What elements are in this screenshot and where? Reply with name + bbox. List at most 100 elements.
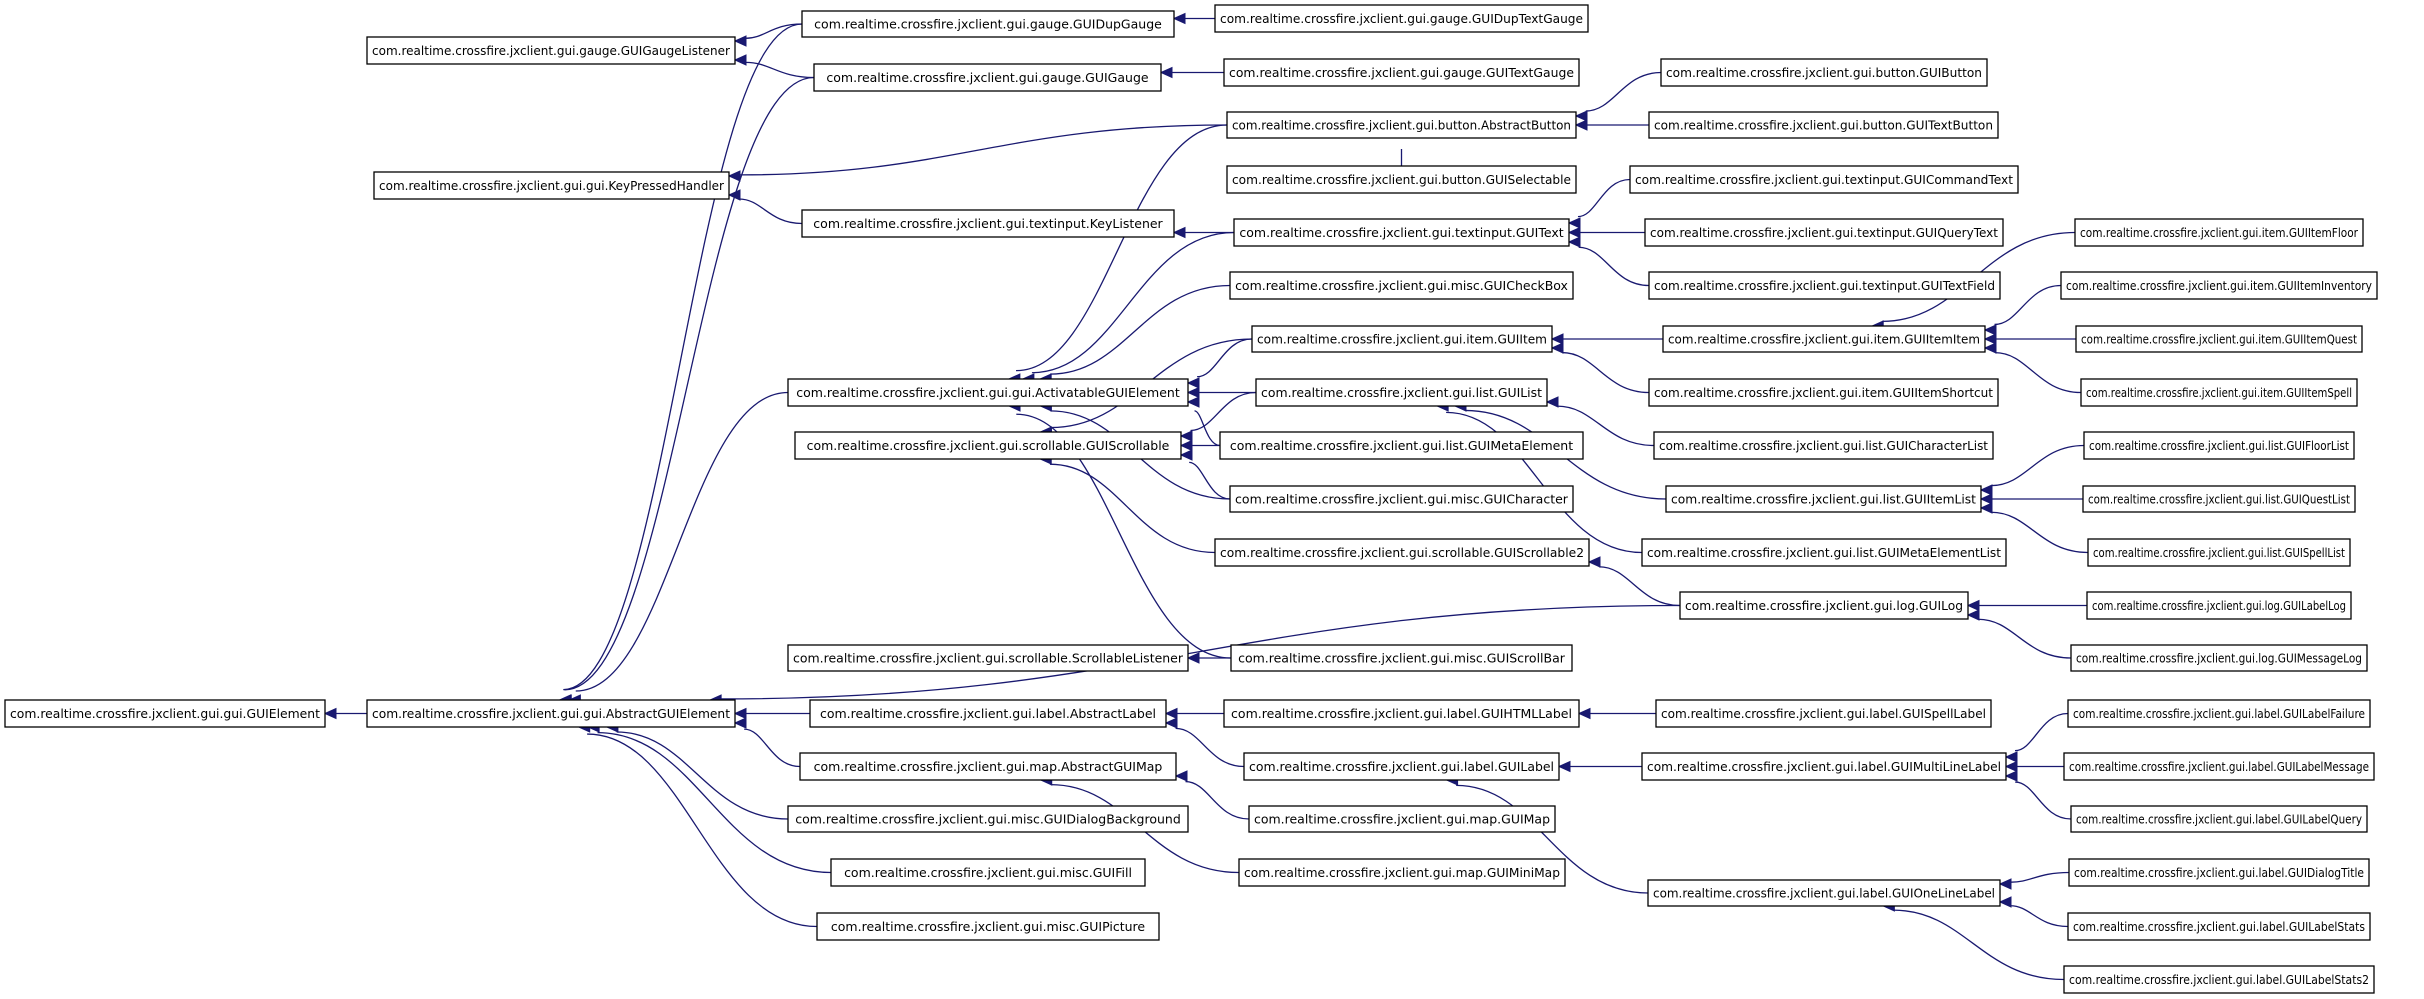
class-node[interactable]: com.realtime.crossfire.jxclient.gui.gui.… [366, 699, 736, 728]
class-node[interactable]: com.realtime.crossfire.jxclient.gui.labe… [2068, 858, 2370, 887]
class-node[interactable]: com.realtime.crossfire.jxclient.gui.log.… [1679, 591, 1969, 620]
class-node-label: com.realtime.crossfire.jxclient.gui.gaug… [372, 43, 731, 58]
class-node[interactable]: com.realtime.crossfire.jxclient.gui.scro… [794, 431, 1182, 460]
class-node[interactable]: com.realtime.crossfire.jxclient.gui.text… [1644, 218, 2004, 247]
edge-arrowhead [1979, 493, 1993, 505]
class-node[interactable]: com.realtime.crossfire.jxclient.gui.butt… [1648, 111, 1999, 139]
class-node[interactable]: com.realtime.crossfire.jxclient.gui.text… [1648, 271, 2001, 300]
class-node[interactable]: com.realtime.crossfire.jxclient.gui.labe… [1223, 699, 1580, 728]
edge-line [1585, 71, 1662, 112]
inheritance-edge [1179, 449, 1231, 500]
edge-line [1577, 178, 1631, 218]
class-node[interactable]: com.realtime.crossfire.jxclient.gui.labe… [2067, 912, 2371, 941]
class-node[interactable]: com.realtime.crossfire.jxclient.gui.item… [2060, 271, 2378, 300]
class-node[interactable]: com.realtime.crossfire.jxclient.gui.misc… [816, 912, 1160, 941]
class-node[interactable]: com.realtime.crossfire.jxclient.gui.gaug… [801, 10, 1175, 38]
inheritance-edge [733, 54, 815, 79]
class-node[interactable]: com.realtime.crossfire.jxclient.gui.labe… [1655, 699, 1992, 728]
class-node[interactable]: com.realtime.crossfire.jxclient.gui.list… [1255, 378, 1548, 407]
class-node[interactable]: com.realtime.crossfire.jxclient.gui.item… [2074, 218, 2364, 247]
class-node[interactable]: com.realtime.crossfire.jxclient.gui.butt… [1660, 58, 1988, 87]
edge-line [597, 732, 832, 874]
class-node[interactable]: com.realtime.crossfire.jxclient.gui.text… [1233, 218, 1570, 247]
class-node[interactable]: com.realtime.crossfire.jxclient.gui.log.… [2086, 591, 2352, 620]
class-node-box [1214, 538, 1590, 567]
class-node[interactable]: com.realtime.crossfire.jxclient.gui.item… [2075, 325, 2363, 353]
class-node[interactable]: com.realtime.crossfire.jxclient.gui.list… [1219, 431, 1584, 460]
class-node[interactable]: com.realtime.crossfire.jxclient.gui.butt… [1226, 165, 1577, 194]
class-node[interactable]: com.realtime.crossfire.jxclient.gui.list… [2087, 538, 2351, 567]
inheritance-edge [1979, 502, 2089, 554]
class-node[interactable]: com.realtime.crossfire.jxclient.gui.list… [1665, 485, 1982, 513]
class-node[interactable]: com.realtime.crossfire.jxclient.gui.labe… [2063, 965, 2375, 994]
edge-arrowhead [1179, 449, 1193, 461]
class-node[interactable]: com.realtime.crossfire.jxclient.gui.item… [1648, 378, 1999, 407]
class-node-label: com.realtime.crossfire.jxclient.gui.butt… [1232, 172, 1571, 187]
class-node[interactable]: com.realtime.crossfire.jxclient.gui.gaug… [1223, 58, 1580, 87]
class-node-box [1214, 4, 1589, 33]
class-node[interactable]: com.realtime.crossfire.jxclient.gui.labe… [2063, 752, 2375, 781]
class-node[interactable]: com.realtime.crossfire.jxclient.gui.scro… [1214, 538, 1590, 567]
class-node[interactable]: com.realtime.crossfire.jxclient.gui.scro… [787, 644, 1189, 672]
class-node[interactable]: com.realtime.crossfire.jxclient.gui.labe… [809, 699, 1167, 728]
class-node[interactable]: com.realtime.crossfire.jxclient.gui.butt… [1226, 111, 1577, 139]
edge-line [575, 391, 789, 692]
edge-arrowhead [1179, 430, 1193, 442]
class-node[interactable]: com.realtime.crossfire.jxclient.gui.list… [2082, 485, 2356, 513]
class-node[interactable]: com.realtime.crossfire.jxclient.gui.item… [1251, 325, 1553, 353]
class-node[interactable]: com.realtime.crossfire.jxclient.gui.misc… [787, 805, 1189, 833]
class-node[interactable]: com.realtime.crossfire.jxclient.gui.text… [801, 209, 1175, 238]
class-node[interactable]: com.realtime.crossfire.jxclient.gui.gaug… [366, 36, 736, 65]
class-node[interactable]: com.realtime.crossfire.jxclient.gui.misc… [830, 858, 1146, 887]
class-node[interactable]: com.realtime.crossfire.jxclient.gui.labe… [1647, 879, 2001, 907]
edge-line [2010, 905, 2069, 928]
class-node-box [1243, 752, 1560, 781]
class-node[interactable]: com.realtime.crossfire.jxclient.gui.misc… [1229, 485, 1574, 513]
class-node[interactable]: com.realtime.crossfire.jxclient.gui.labe… [2067, 699, 2371, 728]
class-node[interactable]: com.realtime.crossfire.jxclient.gui.gui.… [787, 378, 1189, 407]
edge-arrowhead [1172, 12, 1186, 25]
edge-arrowhead [1966, 599, 1980, 612]
class-node[interactable]: com.realtime.crossfire.jxclient.gui.item… [1662, 325, 1986, 353]
class-node[interactable]: com.realtime.crossfire.jxclient.gui.list… [1653, 431, 1994, 460]
class-node[interactable]: com.realtime.crossfire.jxclient.gui.gaug… [813, 63, 1162, 92]
class-node[interactable]: com.realtime.crossfire.jxclient.gui.gui.… [4, 699, 326, 728]
edge-arrowhead [2004, 760, 2018, 773]
class-node[interactable]: com.realtime.crossfire.jxclient.gui.misc… [1229, 271, 1574, 300]
class-node-label: com.realtime.crossfire.jxclient.gui.text… [1654, 278, 1995, 293]
class-node[interactable]: com.realtime.crossfire.jxclient.gui.log.… [2070, 644, 2368, 672]
edge-arrowhead [1567, 217, 1581, 229]
class-node-box [1223, 58, 1580, 87]
class-node-label: com.realtime.crossfire.jxclient.gui.list… [1230, 438, 1573, 453]
inheritance-edge [1038, 284, 1231, 385]
class-node-label: com.realtime.crossfire.jxclient.gui.scro… [793, 651, 1184, 666]
class-node-box [1653, 431, 1994, 460]
class-node-box [787, 805, 1189, 833]
class-node[interactable]: com.realtime.crossfire.jxclient.gui.map.… [799, 752, 1177, 781]
class-node[interactable]: com.realtime.crossfire.jxclient.gui.list… [2083, 431, 2355, 460]
edge-arrowhead [733, 35, 747, 47]
class-node[interactable]: com.realtime.crossfire.jxclient.gui.text… [1629, 165, 2019, 194]
class-node[interactable]: com.realtime.crossfire.jxclient.gui.gui.… [373, 171, 730, 200]
class-node[interactable]: com.realtime.crossfire.jxclient.gui.list… [1641, 538, 2007, 567]
edge-arrowhead [1998, 896, 2012, 908]
inheritance-edge [733, 717, 801, 768]
class-node[interactable]: com.realtime.crossfire.jxclient.gui.misc… [1230, 644, 1573, 672]
inheritance-edge [1574, 71, 1662, 122]
edge-line [587, 733, 818, 928]
edge-line [1050, 284, 1231, 375]
class-node[interactable]: com.realtime.crossfire.jxclient.gui.gaug… [1214, 4, 1589, 33]
class-node[interactable]: com.realtime.crossfire.jxclient.gui.labe… [1243, 752, 1560, 781]
edge-arrowhead [1172, 226, 1186, 239]
class-node-box [809, 699, 1167, 728]
class-node[interactable]: com.realtime.crossfire.jxclient.gui.map.… [1248, 805, 1556, 833]
edge-line [1893, 909, 2065, 981]
class-node-label: com.realtime.crossfire.jxclient.gui.labe… [1249, 759, 1554, 774]
class-node[interactable]: com.realtime.crossfire.jxclient.gui.item… [2080, 378, 2358, 407]
class-node-label: com.realtime.crossfire.jxclient.gui.gaug… [1229, 65, 1574, 80]
class-node-label: com.realtime.crossfire.jxclient.gui.map.… [1254, 812, 1550, 827]
class-node-box [1226, 165, 1577, 194]
class-node[interactable]: com.realtime.crossfire.jxclient.gui.map.… [1238, 858, 1566, 887]
class-node[interactable]: com.realtime.crossfire.jxclient.gui.labe… [1641, 752, 2007, 781]
class-node[interactable]: com.realtime.crossfire.jxclient.gui.labe… [2070, 805, 2368, 833]
